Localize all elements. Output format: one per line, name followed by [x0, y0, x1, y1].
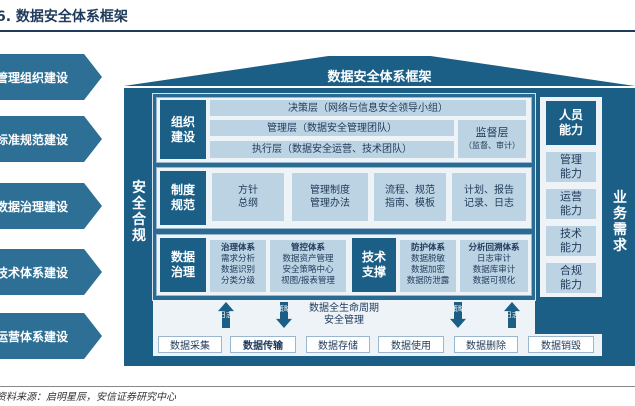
gov-sys-line: 分类分级	[220, 276, 255, 286]
gov-sys-line: 数据识别	[220, 265, 255, 275]
left-pillar-compliance: 安 全 合 规	[132, 180, 146, 244]
stage-collect: 数据采集	[158, 336, 222, 353]
log-up-arrow: 日志	[504, 302, 520, 328]
arrow-management-org: 管理组织建设	[0, 54, 102, 100]
arrow-label: 运营体系建设	[0, 329, 69, 344]
decision-layer: 决策层（网络与信息安全领导小组）	[210, 100, 526, 116]
prot-sys-line: 数据防泄露	[406, 276, 450, 286]
stage-transmit: 数据传输	[230, 336, 296, 353]
governance-system: 治理体系 需求分析 数据识别 分类分级	[210, 240, 266, 292]
capability-item: 合规 能力	[546, 263, 596, 293]
gov-sys-title: 治理体系	[220, 243, 255, 253]
title-divider	[0, 30, 635, 32]
gov-sys-line: 需求分析	[220, 254, 255, 264]
capability-item: 运营 能力	[546, 189, 596, 219]
ctrl-sys-line: 视图/报表管理	[281, 276, 335, 286]
stage-use: 数据使用	[378, 336, 444, 353]
arrow-standards: 标准规范建设	[0, 116, 102, 162]
ctrl-sys-line: 安全策略中心	[282, 265, 334, 275]
stage-store: 数据存储	[306, 336, 370, 353]
arrow-label: 标准规范建设	[0, 132, 69, 147]
prot-sys-line: 数据脱敏	[410, 254, 445, 264]
governance-label: 数据 治理	[160, 238, 206, 292]
tech-label: 技术 支撑	[352, 238, 396, 292]
arrow-governance: 数据治理建设	[0, 183, 102, 229]
supervision-layer: 监督层 （监督、审计）	[458, 120, 526, 158]
control-system: 管控体系 数据资产管理 安全策略中心 视图/报表管理	[270, 240, 346, 292]
execution-layer: 执行层（数据安全运营、技术团队）	[210, 141, 454, 158]
ctrl-sys-line: 数据资产管理	[282, 254, 334, 264]
framework-title: 数据安全体系框架	[327, 70, 432, 85]
policy-down-arrow: 策略	[276, 302, 292, 328]
standards-item: 流程、规范 指南、模板	[374, 173, 446, 221]
arrow-text: 策略	[451, 305, 465, 313]
lifecycle-band	[153, 300, 535, 334]
anal-sys-title: 分析回溯体系	[468, 243, 520, 253]
source-note: 资料来源：启明星辰，安信证券研究中心	[0, 392, 176, 403]
standards-item: 管理制度 管理办法	[292, 173, 368, 221]
supervision-label: 监督层	[475, 126, 509, 139]
stage-destroy: 数据销毁	[528, 336, 594, 353]
prot-sys-title: 防护体系	[410, 243, 445, 253]
standards-item: 方针 总纲	[212, 173, 284, 221]
ctrl-sys-title: 管控体系	[290, 243, 325, 253]
policy-down-arrow: 策略	[450, 302, 466, 328]
arrow-text: 日志	[219, 311, 233, 319]
supervision-sub: （监督、审计）	[464, 141, 520, 150]
standards-label: 制度 规范	[160, 171, 206, 225]
arrow-tech: 技术体系建设	[0, 249, 102, 295]
prot-sys-line: 数据加密	[410, 265, 445, 275]
footer-divider	[0, 386, 635, 387]
protection-system: 防护体系 数据脱敏 数据加密 数据防泄露	[400, 240, 456, 292]
capability-item: 技术 能力	[546, 226, 596, 256]
right-pillar-business: 业 务 需 求	[613, 190, 627, 254]
standards-item: 计划、报告 记录、日志	[452, 173, 526, 221]
page-title: 6. 数据安全体系框架	[0, 9, 128, 25]
personnel-capability: 人员 能力	[546, 101, 596, 145]
arrow-label: 技术体系建设	[0, 265, 69, 280]
arrow-label: 数据治理建设	[0, 199, 69, 214]
org-label: 组织 建设	[160, 100, 206, 159]
management-layer: 管理层（数据安全管理团队）	[210, 120, 454, 136]
anal-sys-line: 数据可视化	[472, 276, 516, 286]
capability-item: 管理 能力	[546, 152, 596, 182]
anal-sys-line: 数据库审计	[472, 265, 516, 275]
analysis-system: 分析回溯体系 日志审计 数据库审计 数据可视化	[460, 240, 528, 292]
arrow-text: 策略	[277, 305, 291, 313]
log-up-arrow: 日志	[218, 302, 234, 328]
arrow-label: 管理组织建设	[0, 70, 69, 85]
lifecycle-label: 数据全生命周期 安全管理	[309, 303, 379, 326]
anal-sys-line: 日志审计	[476, 254, 511, 264]
arrow-text: 日志	[505, 311, 519, 319]
stage-delete: 数据删除	[454, 336, 518, 353]
arrow-operations: 运营体系建设	[0, 313, 102, 359]
